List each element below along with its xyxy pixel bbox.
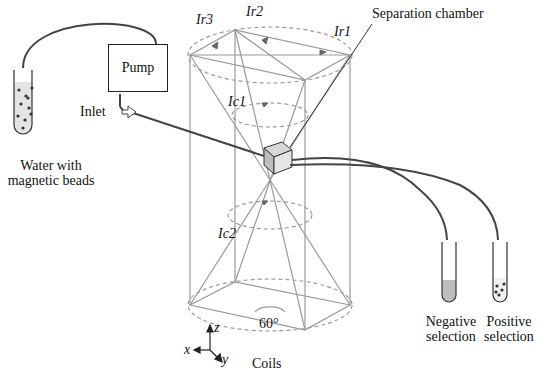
callout-label: Separation chamber [370,6,486,21]
test-tube-node: Positive selection [476,240,542,350]
pump-box: Pump [108,44,168,92]
axis-label: z [214,320,219,335]
current-label: Ir1 [334,24,351,39]
test-tube-node: Water with magnetic beads [4,68,98,194]
axis-label: y [222,352,228,367]
test-tube [12,68,34,138]
box-label: Pump [122,60,155,75]
test-tube-node: Negative selection [418,240,484,350]
coils-label: Coils [252,356,282,371]
test-tube [440,240,458,306]
test-tube [491,240,509,306]
current-label: Ic1 [228,94,246,109]
current-label: Ir2 [246,4,263,19]
inlet-label: Inlet [80,104,106,119]
tube-label: Positive selection [476,314,542,345]
angle-label: 60° [259,316,279,331]
current-label: Ir3 [196,12,213,27]
tube-label: Water with magnetic beads [4,158,98,189]
tube-label: Negative selection [418,314,484,345]
current-label: Ic2 [218,226,236,241]
axis-label: x [184,342,190,357]
